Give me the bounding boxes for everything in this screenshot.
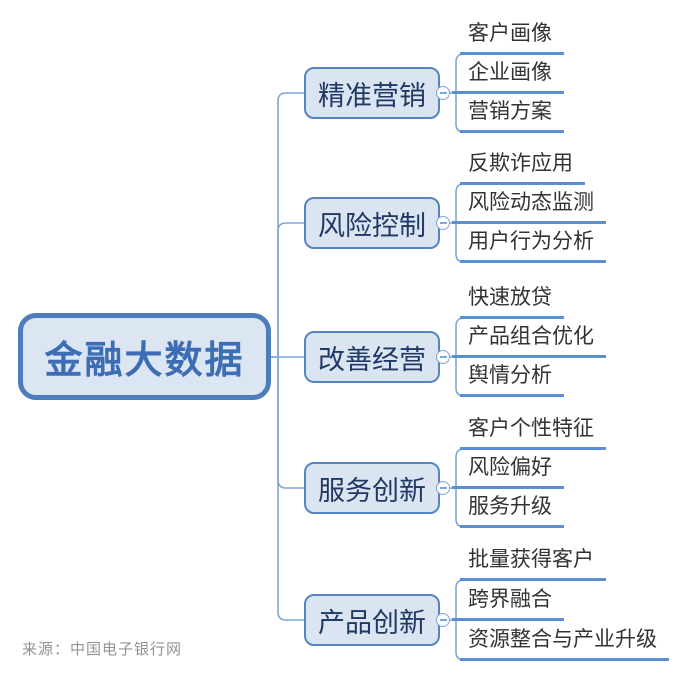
leaf-node[interactable]: 反欺诈应用: [460, 151, 585, 185]
leaf-node[interactable]: 风险动态监测: [452, 190, 606, 224]
leaf-node[interactable]: 快速放贷: [460, 285, 564, 319]
leaf-node[interactable]: 用户行为分析: [460, 229, 606, 263]
branch-node-precision-marketing[interactable]: 精准营销: [304, 67, 440, 119]
minus-icon: [439, 619, 447, 621]
minus-icon: [439, 92, 447, 94]
collapse-toggle[interactable]: [436, 613, 450, 627]
branch-node-risk-control[interactable]: 风险控制: [304, 197, 440, 249]
leaf-node[interactable]: 跨界融合: [452, 587, 564, 621]
leaf-node[interactable]: 批量获得客户: [460, 547, 606, 581]
source-caption: 来源：中国电子银行网: [22, 641, 183, 658]
leaf-node[interactable]: 客户画像: [460, 21, 564, 55]
minus-icon: [439, 222, 447, 224]
branch-node-improve-operations[interactable]: 改善经营: [304, 331, 440, 383]
leaf-node[interactable]: 客户个性特征: [460, 416, 606, 450]
leaf-node[interactable]: 风险偏好: [452, 455, 564, 489]
collapse-toggle[interactable]: [436, 350, 450, 364]
branch-node-service-innovation[interactable]: 服务创新: [304, 462, 440, 514]
leaf-node[interactable]: 企业画像: [452, 60, 564, 94]
minus-icon: [439, 487, 447, 489]
collapse-toggle[interactable]: [436, 481, 450, 495]
leaf-node[interactable]: 舆情分析: [460, 363, 564, 397]
collapse-toggle[interactable]: [436, 216, 450, 230]
leaf-node[interactable]: 服务升级: [460, 494, 564, 528]
leaf-node[interactable]: 营销方案: [460, 99, 564, 133]
branch-node-product-innovation[interactable]: 产品创新: [304, 594, 440, 646]
leaf-node[interactable]: 产品组合优化: [452, 324, 606, 358]
root-node[interactable]: 金融大数据: [18, 313, 271, 400]
leaf-node[interactable]: 资源整合与产业升级: [460, 627, 669, 661]
minus-icon: [439, 356, 447, 358]
collapse-toggle[interactable]: [436, 86, 450, 100]
